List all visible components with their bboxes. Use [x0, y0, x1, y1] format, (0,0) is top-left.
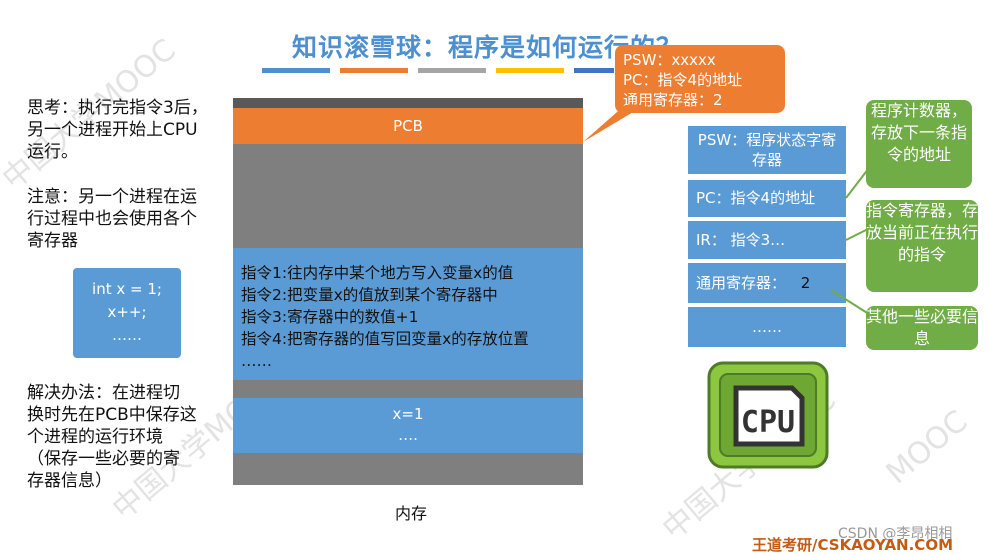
register-general-label: 通用寄存器：	[696, 274, 787, 292]
accent-bar-3	[418, 68, 486, 73]
instruction-more: ……	[241, 352, 272, 370]
instruction-1: 指令1:往内存中某个地方写入变量x的值	[241, 264, 514, 282]
register-psw: PSW：程序状态字寄存器	[688, 126, 846, 174]
footer-brand: 王道考研/CSKAOYAN.COM	[752, 536, 953, 554]
general-note-line	[830, 289, 873, 317]
instruction-4: 指令4:把寄存器的值写回变量x的存放位置	[241, 330, 529, 348]
memory-label: 内存	[395, 504, 428, 523]
note-pc: 程序计数器，存放下一条指令的地址	[866, 100, 972, 188]
register-general-value: 2	[800, 274, 811, 292]
pc-note-line	[845, 163, 873, 199]
note-text: 注意：另一个进程在运行过程中也会使用各个寄存器	[27, 187, 197, 251]
code-line-3: ……	[112, 326, 142, 344]
data-block: x=1….	[233, 398, 583, 453]
instruction-2: 指令2:把变量x的值放到某个寄存器中	[241, 286, 498, 304]
cpu-icon-label: CPU	[741, 405, 795, 440]
code-line-2: x++;	[107, 303, 147, 321]
csdn-credit: CSDN @李昂相相	[838, 526, 953, 542]
pcb-block: PCB	[233, 108, 583, 144]
ir-note-line	[845, 227, 871, 241]
note-ir: 指令寄存器，存放当前正在执行的指令	[866, 200, 978, 292]
register-ir: IR： 指令3…	[688, 221, 846, 259]
instruction-3: 指令3:寄存器中的数值+1	[241, 308, 419, 326]
register-pc: PC：指令4的地址	[688, 180, 846, 217]
accent-bar-5	[574, 68, 614, 73]
solution-text: 解决办法：在进程切换时先在PCB中保存这个进程的运行环境 （保存一些必要的寄存器…	[27, 383, 197, 491]
accent-bar-2	[340, 68, 408, 73]
code-line-1: int x = 1;	[92, 280, 162, 298]
accent-bar-4	[496, 68, 564, 73]
cpu-icon: CPU	[707, 361, 829, 469]
accent-bar-1	[262, 68, 330, 73]
callout-tail	[583, 105, 645, 142]
register-more: ……	[688, 307, 846, 347]
memory-top-strip	[233, 98, 583, 108]
instruction-block: 指令1:往内存中某个地方写入变量x的值 指令2:把变量x的值放到某个寄存器中 指…	[233, 248, 583, 380]
code-scroll: int x = 1; x++; ……	[73, 268, 181, 358]
note-other: 其他一些必要信息	[866, 306, 979, 350]
register-general: 通用寄存器： 2	[688, 263, 846, 303]
